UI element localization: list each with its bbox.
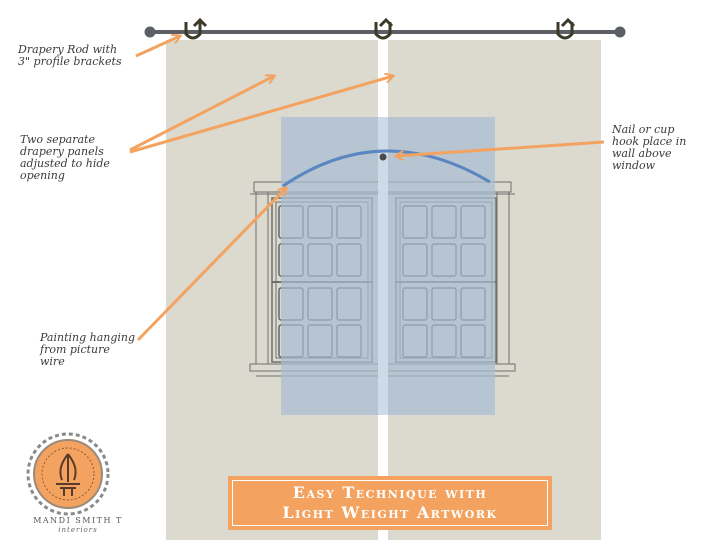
panels-callout-arrow-right (129, 76, 393, 154)
rod-bracket-left (184, 17, 208, 40)
panel-gap-over-painting (378, 117, 388, 415)
rod-callout-arrow (135, 36, 180, 58)
nail-callout-arrow (396, 140, 605, 156)
annotation-drapery-rod: Drapery Rod with 3" profile brackets (18, 43, 122, 68)
wall-nail (379, 153, 387, 161)
panels-callout-arrow-left (129, 76, 274, 152)
rod-finial-right (614, 26, 626, 38)
logo-emblem-icon (26, 432, 110, 516)
logo-name: MANDI SMITH T (33, 516, 123, 525)
rod-bracket-right (556, 17, 576, 40)
picture-wire (282, 149, 491, 188)
title-banner-frame: Easy Technique with Light Weight Artwork (232, 480, 548, 526)
painting-callout-arrow (136, 188, 286, 342)
title-line-1: Easy Technique with (292, 483, 488, 502)
title-banner: Easy Technique with Light Weight Artwork (228, 476, 552, 530)
annotation-drapery-panels: Two separate drapery panels adjusted to … (20, 133, 110, 182)
annotation-painting-wire: Painting hanging from picture wire (40, 331, 136, 368)
logo: MANDI SMITH T interiors (10, 432, 146, 538)
logo-subtitle: interiors (58, 526, 98, 534)
annotation-nail-hook: Nail or cup hook place in wall above win… (612, 123, 687, 172)
rod-bracket-center (374, 17, 394, 40)
title-line-2: Light Weight Artwork (282, 503, 498, 522)
rod-finial-left (144, 26, 156, 38)
